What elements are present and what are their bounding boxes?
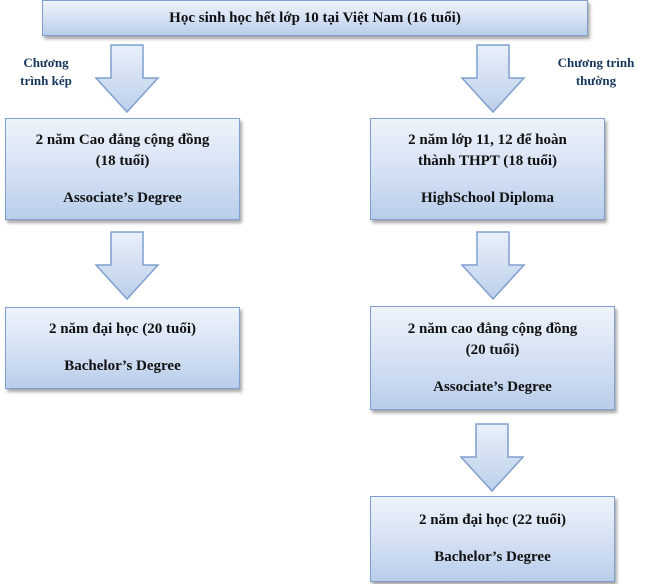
- right-track-label: Chương trình thường: [546, 54, 646, 90]
- left-bachelor-degree: Bachelor’s Degree: [64, 358, 181, 374]
- arrow-down-icon: [459, 423, 525, 493]
- right-associate-degree: Associate’s Degree: [433, 378, 552, 395]
- left-track-label-line1: Chương: [23, 55, 69, 70]
- left-associate-line1: 2 năm Cao đẳng cộng đồng: [35, 131, 210, 148]
- right-bachelor-box: 2 năm đại học (22 tuổi) Bachelor’s Degre…: [370, 496, 615, 582]
- right-bachelor-degree: Bachelor’s Degree: [434, 549, 551, 565]
- arrow-down-icon: [460, 231, 526, 301]
- left-track-label-line2: trình kép: [20, 73, 72, 88]
- left-bachelor-box: 2 năm đại học (20 tuổi) Bachelor’s Degre…: [5, 307, 240, 389]
- right-associate-line2: (20 tuổi): [465, 341, 520, 358]
- right-associate-box: 2 năm cao đẳng cộng đồng (20 tuổi) Assoc…: [370, 306, 615, 410]
- right-track-label-line1: Chương trình: [557, 55, 635, 70]
- top-box-text: Học sinh học hết lớp 10 tại Việt Nam (16…: [169, 9, 461, 26]
- right-associate-line1: 2 năm cao đẳng cộng đồng: [407, 320, 578, 337]
- top-box: Học sinh học hết lớp 10 tại Việt Nam (16…: [42, 0, 588, 36]
- right-highschool-line2: thành THPT (18 tuổi): [417, 152, 558, 169]
- right-bachelor-line1: 2 năm đại học (22 tuổi): [418, 512, 567, 528]
- left-bachelor-line1: 2 năm đại học (20 tuổi): [48, 321, 197, 337]
- right-track-label-line2: thường: [575, 73, 617, 88]
- right-highschool-line1: 2 năm lớp 11, 12 để hoàn: [408, 131, 567, 148]
- arrow-down-icon: [460, 44, 526, 114]
- left-track-label: Chương trình kép: [4, 54, 88, 90]
- left-associate-box: 2 năm Cao đẳng cộng đồng (18 tuổi) Assoc…: [5, 118, 240, 220]
- arrow-down-icon: [94, 44, 160, 114]
- arrow-down-icon: [94, 231, 160, 301]
- left-associate-degree: Associate’s Degree: [63, 189, 182, 206]
- right-highschool-degree: HighSchool Diploma: [421, 189, 554, 206]
- right-highschool-box: 2 năm lớp 11, 12 để hoàn thành THPT (18 …: [370, 118, 605, 220]
- left-associate-line2: (18 tuổi): [95, 152, 150, 169]
